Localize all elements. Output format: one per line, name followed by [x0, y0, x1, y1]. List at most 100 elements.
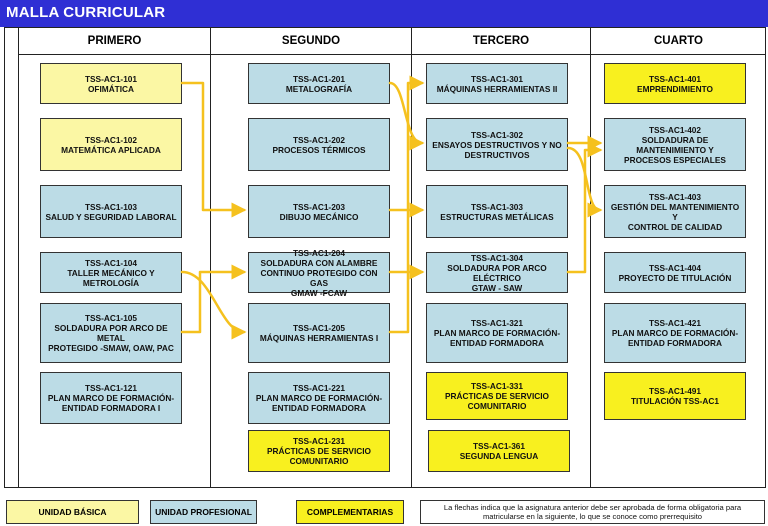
column-divider	[411, 28, 412, 488]
course-name: SOLDADURA POR ARCO ELÉCTRICO GTAW - SAW	[447, 262, 547, 293]
course-box[interactable]: TSS-AC1-104 TALLER MECÁNICO Y METROLOGÍA	[40, 252, 182, 293]
prerequisite-arrow	[388, 81, 425, 151]
course-name: TITULACIÓN TSS-AC1	[630, 396, 720, 406]
course-box[interactable]: TSS-AC1-403 GESTIÓN DEL MANTENIMIENTO Y …	[604, 185, 746, 238]
course-name: DIBUJO MECÁNICO	[279, 211, 359, 222]
course-code: TSS-AC1-203	[292, 201, 346, 212]
course-code: TSS-AC1-301	[470, 73, 524, 84]
course-name: MÁQUINAS HERRAMIENTAS I	[259, 333, 379, 343]
course-name: PLAN MARCO DE FORMACIÓN- ENTIDAD FORMADO…	[47, 393, 175, 413]
course-name: OFIMÁTICA	[87, 83, 135, 94]
course-code: TSS-AC1-221	[292, 383, 346, 393]
course-box[interactable]: TSS-AC1-302 ENSAYOS DESTRUCTIVOS Y NO DE…	[426, 118, 568, 171]
course-box[interactable]: TSS-AC1-103 SALUD Y SEGURIDAD LABORAL	[40, 185, 182, 238]
course-name: TALLER MECÁNICO Y METROLOGÍA	[67, 267, 155, 288]
course-code: TSS-AC1-421	[648, 318, 702, 328]
course-code: TSS-AC1-201	[292, 73, 346, 84]
course-name: EMPRENDIMIENTO	[637, 83, 713, 94]
course-name: PROCESOS TÉRMICOS	[272, 144, 366, 155]
course-code: TSS-AC1-304	[470, 252, 524, 263]
course-code: TSS-AC1-402	[648, 124, 702, 135]
course-code: TSS-AC1-103	[84, 201, 138, 212]
curriculum-grid	[4, 27, 766, 488]
course-code: TSS-AC1-205	[292, 323, 346, 333]
course-box[interactable]: TSS-AC1-361 SEGUNDA LENGUA	[428, 430, 570, 472]
course-code: TSS-AC1-102	[84, 134, 138, 145]
course-box[interactable]: TSS-AC1-491 TITULACIÓN TSS-AC1	[604, 372, 746, 420]
course-code: TSS-AC1-231	[292, 436, 346, 446]
course-code: TSS-AC1-302	[470, 129, 524, 140]
legend-note: La flechas indica que la asignatura ante…	[420, 500, 765, 524]
course-box[interactable]: TSS-AC1-203 DIBUJO MECÁNICO	[248, 185, 390, 238]
page-title: MALLA CURRICULAR	[6, 4, 166, 21]
course-code: TSS-AC1-404	[648, 262, 702, 273]
prerequisite-arrow	[566, 142, 603, 274]
course-box[interactable]: TSS-AC1-331 PRÁCTICAS DE SERVICIO COMUNI…	[426, 372, 568, 420]
course-box[interactable]: TSS-AC1-205 MÁQUINAS HERRAMIENTAS I	[248, 303, 390, 363]
course-box[interactable]: TSS-AC1-321 PLAN MARCO DE FORMACIÓN- ENT…	[426, 303, 568, 363]
prerequisite-arrow	[388, 75, 425, 334]
course-name: PLAN MARCO DE FORMACIÓN- ENTIDAD FORMADO…	[611, 328, 739, 348]
course-code: TSS-AC1-401	[648, 73, 702, 84]
course-name: SOLDADURA POR ARCO DE METAL PROTEGIDO -S…	[48, 323, 174, 353]
course-code: TSS-AC1-105	[84, 313, 138, 323]
course-code: TSS-AC1-303	[470, 201, 524, 212]
legend-basica: UNIDAD BÁSICA	[6, 500, 139, 524]
column-divider	[210, 28, 211, 488]
course-code: TSS-AC1-361	[472, 441, 526, 451]
course-code: TSS-AC1-121	[84, 383, 138, 393]
course-code: TSS-AC1-104	[84, 257, 138, 268]
course-name: PLAN MARCO DE FORMACIÓN- ENTIDAD FORMADO…	[255, 393, 383, 413]
course-name: ENSAYOS DESTRUCTIVOS Y NO DESTRUCTIVOS	[432, 139, 562, 160]
course-box[interactable]: TSS-AC1-402 SOLDADURA DE MANTENIMIENTO Y…	[604, 118, 746, 171]
course-box[interactable]: TSS-AC1-231 PRÁCTICAS DE SERVICIO COMUNI…	[248, 430, 390, 472]
course-name: PROYECTO DE TITULACIÓN	[618, 272, 732, 283]
course-name: PRÁCTICAS DE SERVICIO COMUNITARIO	[266, 446, 372, 466]
course-name: SOLDADURA DE MANTENIMIENTO Y PROCESOS ES…	[624, 134, 726, 165]
course-name: ESTRUCTURAS METÁLICAS	[440, 211, 554, 222]
course-box[interactable]: TSS-AC1-105 SOLDADURA POR ARCO DE METAL …	[40, 303, 182, 363]
course-name: METALOGRAFÍA	[285, 83, 353, 94]
course-code: TSS-AC1-204	[292, 247, 346, 258]
column-header-primero: PRIMERO	[19, 28, 210, 55]
course-code: TSS-AC1-202	[292, 134, 346, 145]
course-name: PRÁCTICAS DE SERVICIO COMUNITARIO	[444, 391, 550, 411]
column-header-segundo: SEGUNDO	[211, 28, 411, 55]
course-box[interactable]: TSS-AC1-404 PROYECTO DE TITULACIÓN	[604, 252, 746, 293]
course-box[interactable]: TSS-AC1-221 PLAN MARCO DE FORMACIÓN- ENT…	[248, 372, 390, 424]
course-name: GESTIÓN DEL MANTENIMIENTO Y CONTROL DE C…	[610, 201, 740, 232]
course-box[interactable]: TSS-AC1-201 METALOGRAFÍA	[248, 63, 390, 104]
course-box[interactable]: TSS-AC1-121 PLAN MARCO DE FORMACIÓN- ENT…	[40, 372, 182, 424]
course-name: SOLDADURA CON ALAMBRE CONTINUO PROTEGIDO…	[260, 257, 378, 298]
course-name: PLAN MARCO DE FORMACIÓN- ENTIDAD FORMADO…	[433, 328, 561, 348]
course-code: TSS-AC1-101	[84, 73, 138, 84]
course-code: TSS-AC1-491	[648, 386, 702, 396]
course-name: SEGUNDA LENGUA	[459, 451, 539, 461]
prerequisite-arrow	[180, 264, 247, 334]
course-box[interactable]: TSS-AC1-303 ESTRUCTURAS METÁLICAS	[426, 185, 568, 238]
course-box[interactable]: TSS-AC1-301 MÁQUINAS HERRAMIENTAS II	[426, 63, 568, 104]
course-box[interactable]: TSS-AC1-202 PROCESOS TÉRMICOS	[248, 118, 390, 171]
column-divider	[18, 28, 19, 488]
course-code: TSS-AC1-331	[470, 381, 524, 391]
course-box[interactable]: TSS-AC1-304 SOLDADURA POR ARCO ELÉCTRICO…	[426, 252, 568, 293]
course-box[interactable]: TSS-AC1-401 EMPRENDIMIENTO	[604, 63, 746, 104]
course-name: MÁQUINAS HERRAMIENTAS II	[436, 83, 558, 94]
column-header-cuarto: CUARTO	[591, 28, 766, 55]
course-name: MATEMÁTICA APLICADA	[61, 144, 161, 155]
course-box[interactable]: TSS-AC1-102 MATEMÁTICA APLICADA	[40, 118, 182, 171]
course-name: SALUD Y SEGURIDAD LABORAL	[45, 211, 177, 222]
column-header-tercero: TERCERO	[412, 28, 590, 55]
column-divider	[590, 28, 591, 488]
course-box[interactable]: TSS-AC1-204 SOLDADURA CON ALAMBRE CONTIN…	[248, 248, 390, 298]
prerequisite-arrow	[180, 81, 247, 218]
prerequisite-arrow	[180, 270, 247, 340]
course-code: TSS-AC1-403	[648, 191, 702, 202]
course-box[interactable]: TSS-AC1-101 OFIMÁTICA	[40, 63, 182, 104]
course-box[interactable]: TSS-AC1-421 PLAN MARCO DE FORMACIÓN- ENT…	[604, 303, 746, 363]
legend-complementaria: COMPLEMENTARIAS	[296, 500, 404, 524]
legend-profesional: UNIDAD PROFESIONAL	[150, 500, 257, 524]
course-code: TSS-AC1-321	[470, 318, 524, 328]
title-bar: MALLA CURRICULAR	[0, 0, 768, 27]
